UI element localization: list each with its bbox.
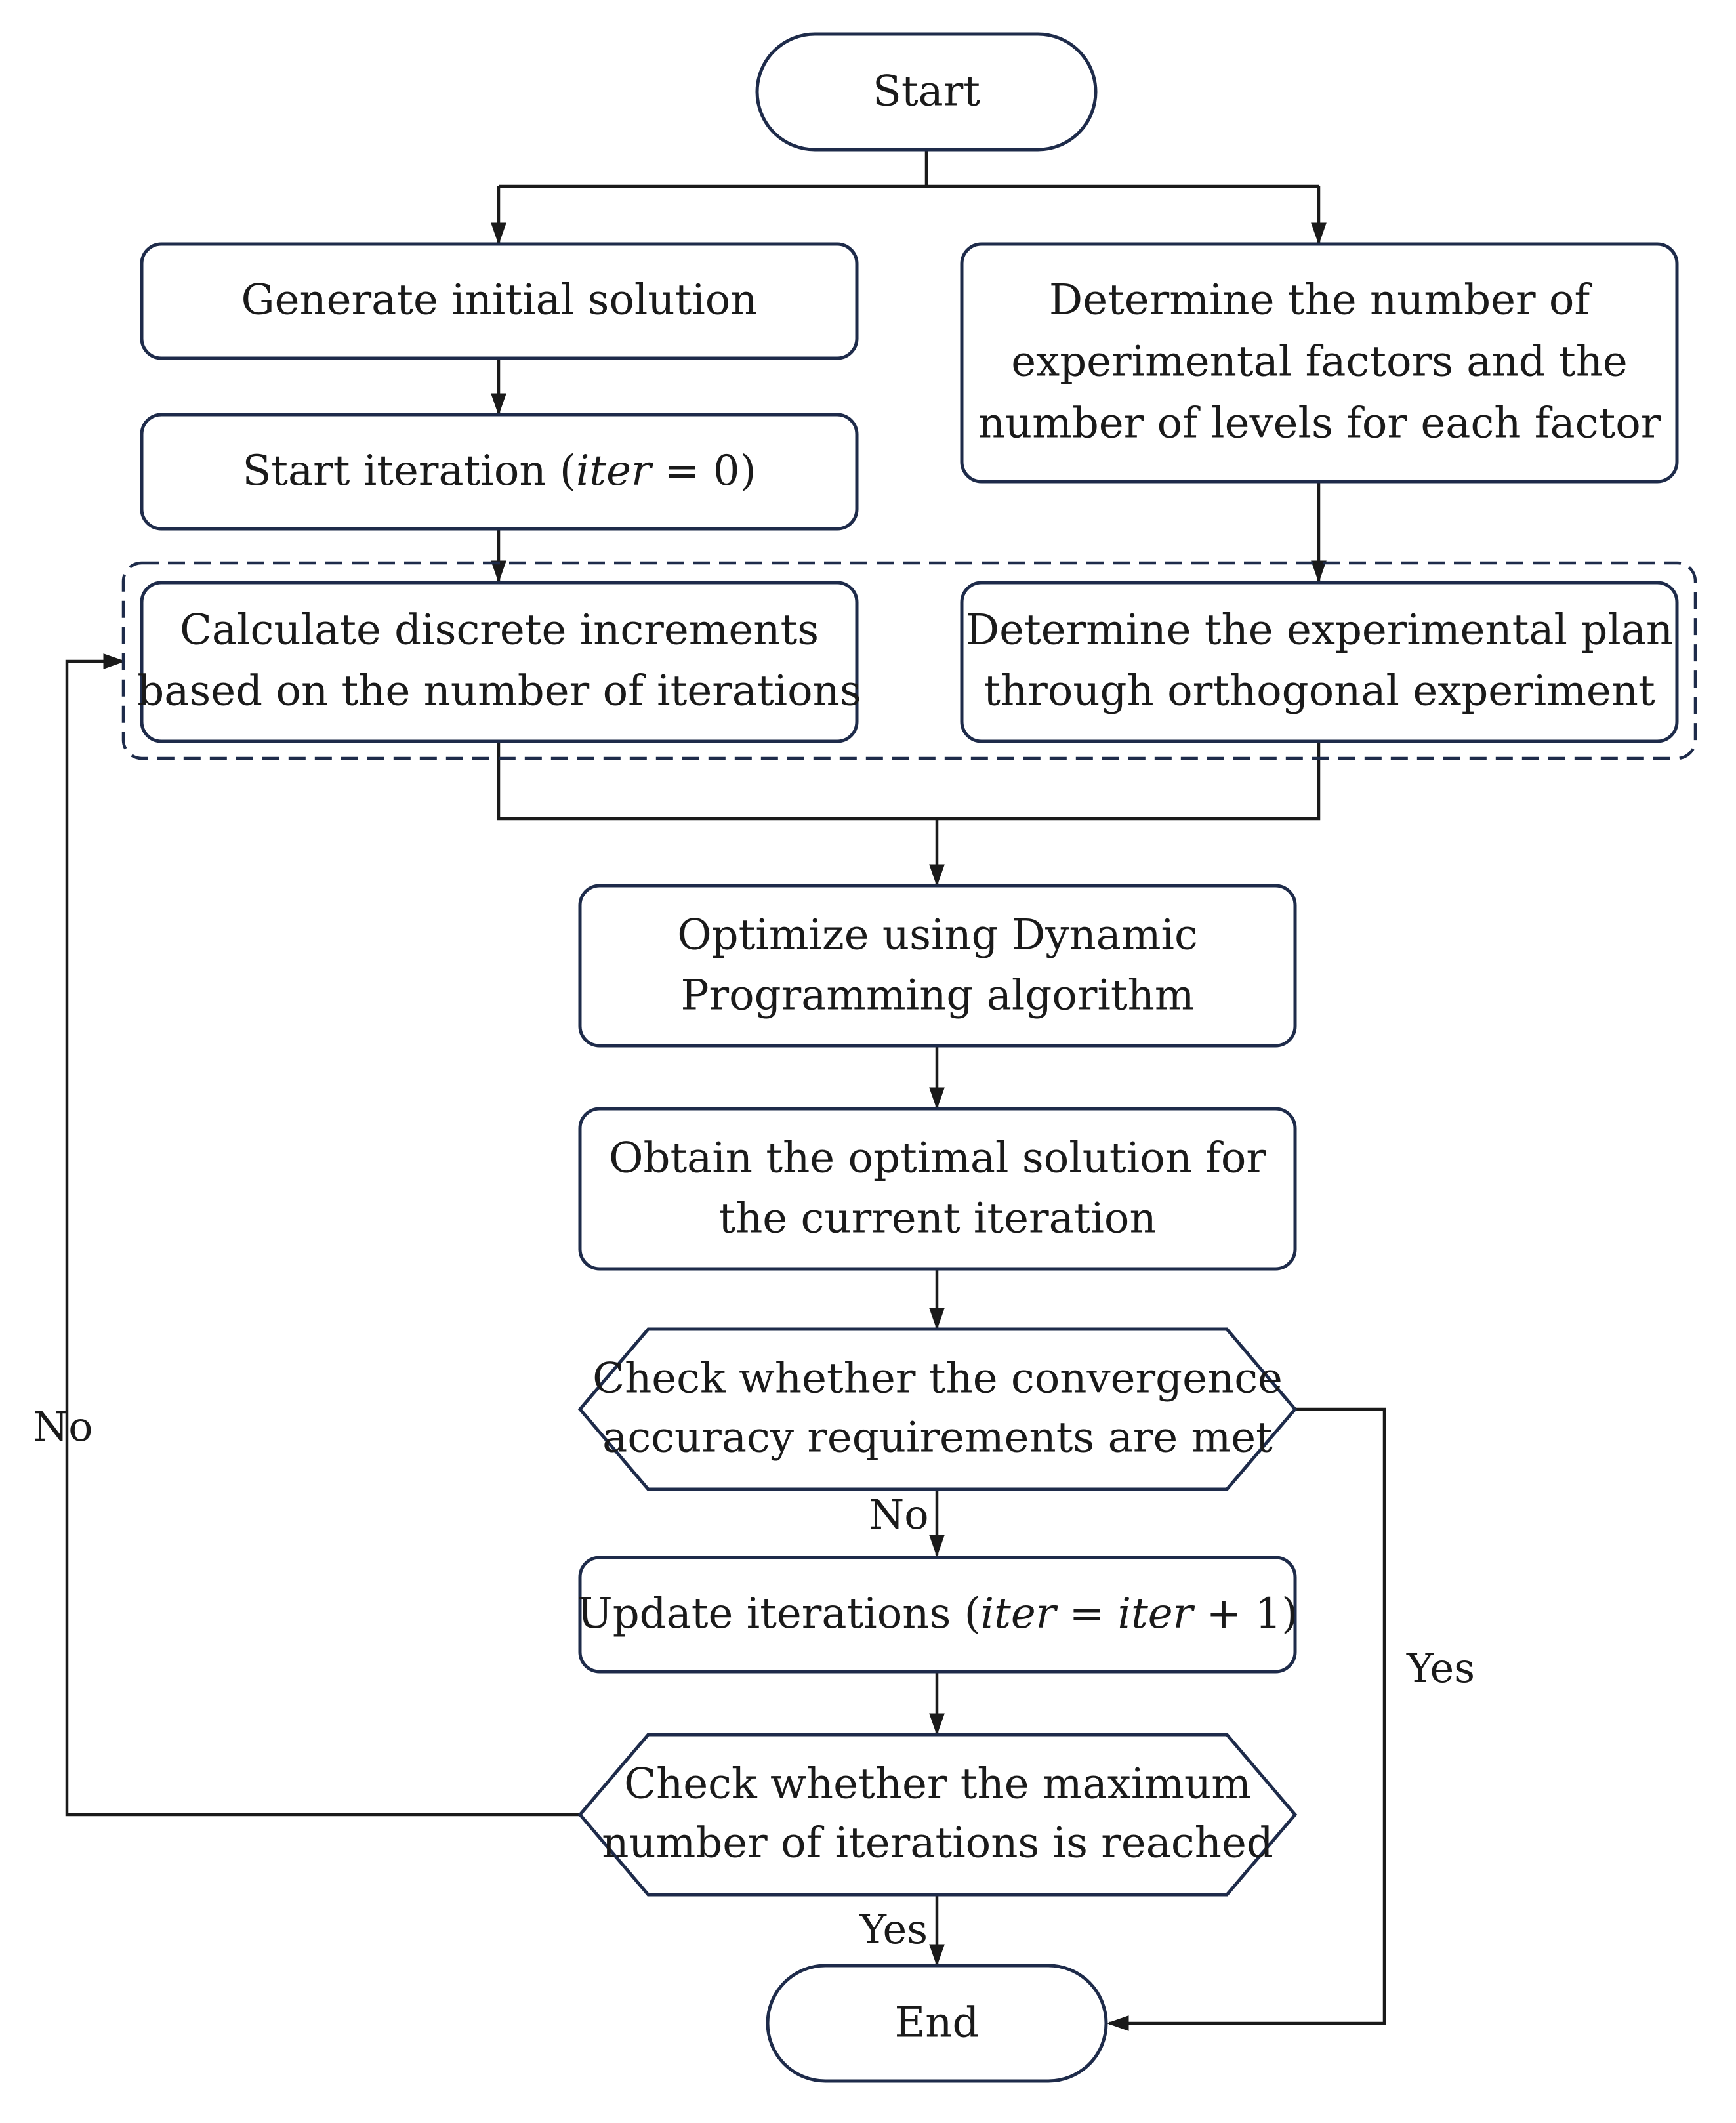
node-update-iterations-label: Update iterations (iter = iter + 1) — [577, 1590, 1298, 1638]
node-check-max-iterations-line-1: Check whether the maximum — [624, 1760, 1251, 1809]
node-calculate-increments-line-1: Calculate discrete increments — [180, 606, 819, 655]
node-end-label: End — [895, 1999, 980, 2048]
node-check-max-iterations-line-2: number of iterations is reached — [602, 1819, 1273, 1868]
edge-label-convergence-yes: Yes — [1406, 1644, 1475, 1692]
connectors — [65, 151, 1386, 2031]
connector-start-split — [499, 151, 1319, 188]
node-check-convergence-line-2: accuracy requirements are met — [602, 1414, 1273, 1462]
edge-label-max-yes: Yes — [859, 1905, 928, 1953]
edge-label-max-no: No — [33, 1403, 93, 1451]
node-optimize-line-2: Programming algorithm — [680, 972, 1194, 1020]
node-determine-factors-line-1: Determine the number of — [1049, 276, 1593, 325]
connector-max-no-loop — [65, 653, 581, 1817]
node-experimental-plan-line-2: through orthogonal experiment — [983, 667, 1655, 716]
node-generate-label: Generate initial solution — [241, 276, 757, 325]
node-obtain-solution: Obtain the optimal solution for the curr… — [578, 1107, 1297, 1271]
node-start-label: Start — [873, 68, 980, 116]
node-update-iterations: Update iterations (iter = iter + 1) — [577, 1556, 1298, 1674]
node-check-max-iterations: Check whether the maximum number of iter… — [577, 1733, 1298, 1897]
node-check-convergence-line-1: Check whether the convergence — [592, 1355, 1283, 1403]
node-experimental-plan: Determine the experimental plan through … — [960, 581, 1679, 743]
node-determine-factors-line-3: number of levels for each factor — [978, 400, 1661, 448]
node-calculate-increments-line-2: based on the number of iterations — [137, 667, 861, 716]
node-end: End — [766, 1964, 1108, 2083]
node-generate: Generate initial solution — [140, 242, 859, 360]
node-check-convergence: Check whether the convergence accuracy r… — [577, 1327, 1298, 1491]
edge-label-convergence-no: No — [869, 1491, 929, 1538]
node-start-iteration-label: Start iteration (iter = 0) — [242, 447, 756, 495]
node-experimental-plan-line-1: Determine the experimental plan — [966, 606, 1673, 655]
node-obtain-solution-line-1: Obtain the optimal solution for — [609, 1134, 1266, 1183]
parallel-group-boundary — [121, 561, 1697, 760]
node-optimize: Optimize using Dynamic Programming algor… — [578, 884, 1297, 1048]
connector-conv-yes-to-end — [1106, 1407, 1386, 2031]
node-determine-factors-line-2: experimental factors and the — [1011, 338, 1628, 386]
node-determine-factors: Determine the number of experimental fac… — [960, 242, 1679, 484]
node-calculate-increments: Calculate discrete increments based on t… — [137, 581, 861, 743]
node-optimize-line-1: Optimize using Dynamic — [677, 911, 1198, 960]
node-start-iteration: Start iteration (iter = 0) — [140, 413, 859, 531]
node-obtain-solution-line-2: the current iteration — [718, 1195, 1156, 1243]
node-start: Start — [755, 32, 1098, 152]
connector-merge — [497, 743, 1321, 821]
